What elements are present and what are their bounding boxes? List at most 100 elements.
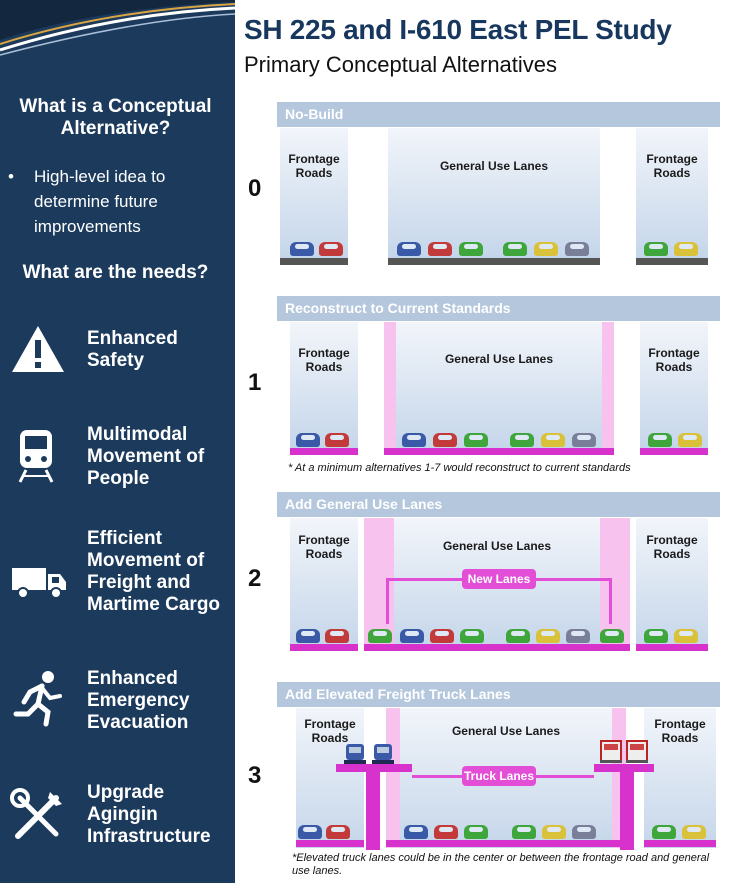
car — [464, 825, 488, 839]
road-general — [364, 644, 630, 651]
car — [404, 825, 428, 839]
car — [397, 242, 421, 256]
car — [460, 629, 484, 643]
sidebar: What is a Conceptual Alternative? • High… — [0, 0, 235, 883]
car — [512, 825, 536, 839]
car — [325, 629, 349, 643]
alternative-0: No-Build 0 Frontage Roads General Use La… — [240, 100, 735, 290]
conceptual-alternative-heading: What is a Conceptual Alternative? — [19, 96, 212, 139]
truck-icon — [12, 568, 66, 599]
car — [319, 242, 343, 256]
need-label: Multimodal Movement of People — [87, 424, 205, 489]
road-general — [386, 840, 626, 847]
general-panel — [384, 322, 614, 450]
tools-icon — [10, 788, 62, 839]
elevated-pillar-left — [366, 770, 380, 850]
frontage-label: Frontage Roads — [648, 346, 700, 374]
car — [325, 433, 349, 447]
definition-text: High-level idea to determine future impr… — [34, 167, 166, 236]
elevated-deck-left — [336, 764, 412, 772]
frontage-panel-left — [280, 128, 348, 258]
car — [464, 433, 488, 447]
new-lanes-label: New Lanes — [462, 569, 536, 589]
car — [644, 242, 668, 256]
car — [296, 433, 320, 447]
car — [510, 433, 534, 447]
car — [572, 433, 596, 447]
elevated-deck-right — [594, 764, 654, 772]
needs-heading: What are the needs? — [22, 262, 209, 283]
car — [400, 629, 424, 643]
alternative-header: Add Elevated Freight Truck Lanes — [277, 682, 720, 707]
alternative-1: Reconstruct to Current Standards 1 Front… — [240, 294, 735, 480]
reconstruct-highlight-left — [384, 322, 396, 450]
frontage-panel-left — [290, 322, 358, 450]
frontage-label: Frontage Roads — [646, 533, 698, 561]
car — [503, 242, 527, 256]
warning-icon — [12, 326, 64, 372]
truck-icon — [372, 744, 394, 764]
new-lane-highlight-left — [364, 518, 394, 648]
need-label: Enhanced Emergency Evacuation — [87, 668, 190, 733]
car — [644, 629, 668, 643]
alternative-number: 2 — [248, 565, 262, 592]
alternative-2: Add General Use Lanes 2 Frontage Roads G… — [240, 490, 735, 662]
elevated-pillar-right — [620, 770, 634, 850]
road-frontage-right — [640, 448, 708, 455]
frontage-label: Frontage Roads — [298, 346, 350, 374]
frontage-label: Frontage Roads — [288, 152, 340, 180]
car — [428, 242, 452, 256]
frontage-label: Frontage Roads — [298, 533, 350, 561]
alternative-3: Add Elevated Freight Truck Lanes 3 Front… — [240, 680, 735, 883]
car — [368, 629, 392, 643]
car — [572, 825, 596, 839]
car — [566, 629, 590, 643]
general-label: General Use Lanes — [451, 724, 561, 738]
car — [430, 629, 454, 643]
bullet-dot: • — [8, 167, 14, 186]
frontage-panel-left — [296, 708, 364, 848]
alternative-number: 3 — [248, 762, 262, 789]
frontage-panel-right — [640, 322, 708, 450]
truck-lane-highlight-left — [386, 708, 400, 848]
car — [536, 629, 560, 643]
car — [296, 629, 320, 643]
road-frontage-left — [296, 840, 364, 847]
car — [290, 242, 314, 256]
general-label: General Use Lanes — [444, 352, 554, 366]
alternative-header: Add General Use Lanes — [277, 492, 720, 517]
alternative-header: Reconstruct to Current Standards — [277, 296, 720, 321]
page-subtitle: Primary Conceptual Alternatives — [244, 52, 558, 77]
need-label: Upgrade Agingin Infrastructure — [87, 782, 211, 847]
truck-lanes-label: Truck Lanes — [462, 766, 536, 786]
need-label: Enhanced Safety — [87, 328, 178, 371]
alternative-number: 1 — [248, 369, 262, 396]
car — [674, 629, 698, 643]
truck-icon — [600, 740, 622, 763]
car — [542, 825, 566, 839]
car — [433, 433, 457, 447]
frontage-label: Frontage Roads — [646, 152, 698, 180]
page-title: SH 225 and I-610 East PEL Study — [244, 14, 672, 45]
car — [565, 242, 589, 256]
car — [678, 433, 702, 447]
alternative-note: * At a minimum alternatives 1-7 would re… — [288, 462, 631, 474]
car — [506, 629, 530, 643]
general-label: General Use Lanes — [442, 539, 552, 553]
car — [600, 629, 624, 643]
frontage-panel-right — [636, 128, 708, 258]
road-frontage-right — [636, 258, 708, 265]
car — [674, 242, 698, 256]
car — [652, 825, 676, 839]
road-general — [388, 258, 600, 265]
car — [434, 825, 458, 839]
car — [402, 433, 426, 447]
new-lane-highlight-right — [600, 518, 630, 648]
road-frontage-left — [290, 448, 358, 455]
car — [326, 825, 350, 839]
general-label: General Use Lanes — [439, 159, 549, 173]
road-frontage-left — [280, 258, 348, 265]
alternative-header: No-Build — [277, 102, 720, 127]
car — [459, 242, 483, 256]
need-label: Efficient Movement of Freight and Martim… — [87, 528, 221, 615]
